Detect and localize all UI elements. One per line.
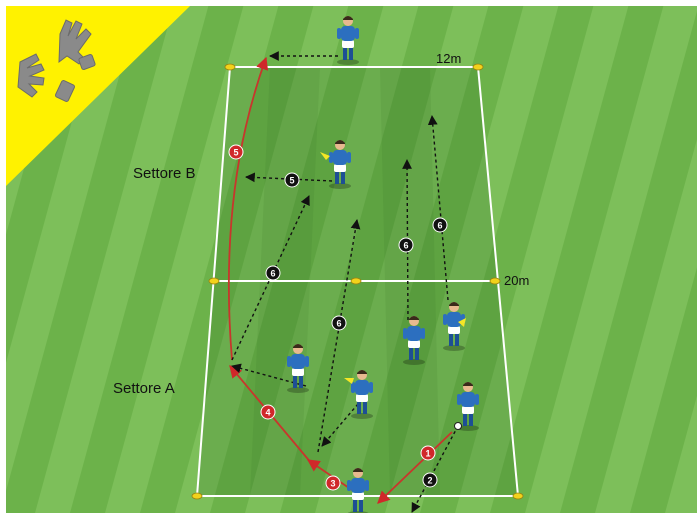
badge-black-2: 2 <box>423 473 437 487</box>
svg-text:3: 3 <box>330 479 335 489</box>
badge-black-6c: 6 <box>399 238 413 252</box>
badge-red-1: 1 <box>421 446 435 460</box>
svg-text:5: 5 <box>233 148 238 158</box>
sector-a-label: Settore A <box>113 380 175 397</box>
badge-black-6b: 6 <box>332 316 346 330</box>
svg-text:6: 6 <box>336 319 341 329</box>
width-label: 12m <box>436 51 461 66</box>
top-border <box>0 0 697 6</box>
svg-text:2: 2 <box>427 476 432 486</box>
length-label: 20m <box>504 273 529 288</box>
badge-black-6d: 6 <box>433 218 447 232</box>
sector-b-label: Settore B <box>133 165 196 182</box>
badge-red-5: 5 <box>229 145 243 159</box>
svg-text:6: 6 <box>270 269 275 279</box>
badge-red-4: 4 <box>261 405 275 419</box>
badge-red-3: 3 <box>326 476 340 490</box>
svg-text:5: 5 <box>289 176 294 186</box>
badge-black-5: 5 <box>285 173 299 187</box>
svg-text:6: 6 <box>437 221 442 231</box>
ball <box>455 423 462 430</box>
svg-text:4: 4 <box>265 408 270 418</box>
badge-black-6a: 6 <box>266 266 280 280</box>
svg-text:1: 1 <box>425 449 430 459</box>
svg-text:6: 6 <box>403 241 408 251</box>
